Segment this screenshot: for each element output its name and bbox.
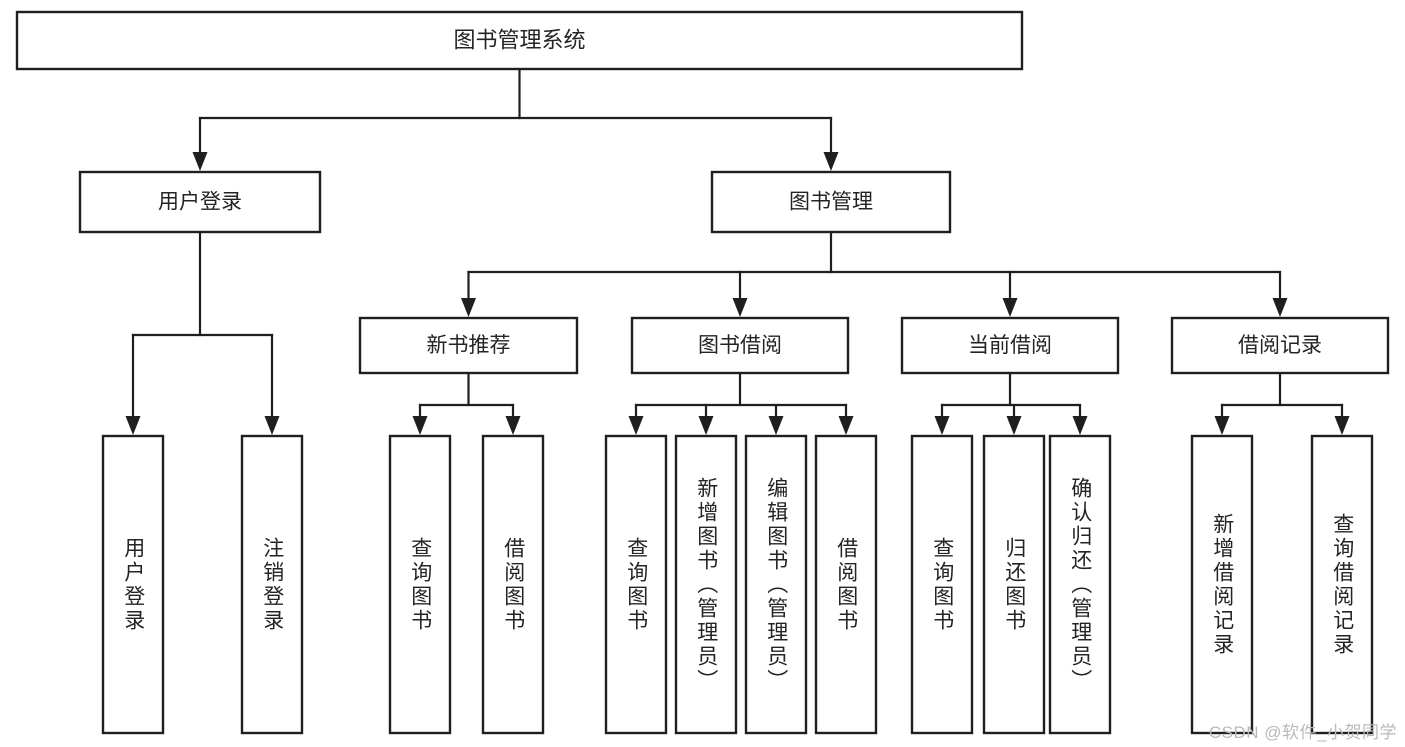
arrow-head-icon <box>1006 416 1022 435</box>
root-node-box[interactable] <box>15 10 1024 71</box>
arrow-head-icon <box>823 152 839 171</box>
book-borrow-box[interactable] <box>630 316 850 375</box>
arrow-head-icon <box>412 416 428 435</box>
current-borrow-box[interactable] <box>900 316 1120 375</box>
leaf-borrow-book-a-box[interactable] <box>481 434 545 735</box>
root-node-label: 图书管理系统 <box>453 27 585 52</box>
borrow-record-label: 借阅记录 <box>1238 334 1322 357</box>
arrow-head-icon <box>1072 416 1088 435</box>
leaf-add-book-box[interactable] <box>674 434 738 735</box>
leaf-return-book-box[interactable] <box>982 434 1046 735</box>
watermark-text: CSDN @软件_小贺同学 <box>1208 723 1397 742</box>
arrow-head-icon <box>461 298 476 317</box>
book-borrow-label: 图书借阅 <box>698 334 782 357</box>
current-borrow-label: 当前借阅 <box>968 334 1052 357</box>
user-login-label: 用户登录 <box>158 191 242 214</box>
arrow-head-icon <box>768 416 784 435</box>
arrow-head-icon <box>934 416 950 435</box>
leaf-query-record-box[interactable] <box>1310 434 1374 735</box>
leaf-add-record-box[interactable] <box>1190 434 1254 735</box>
arrow-head-icon <box>505 416 521 435</box>
new-book-recommend-label: 新书推荐 <box>427 334 511 357</box>
leaf-confirm-return-box[interactable] <box>1048 434 1112 735</box>
leaf-query-book-c-box[interactable] <box>910 434 974 735</box>
book-management-box[interactable] <box>710 170 952 234</box>
leaf-edit-book-box[interactable] <box>744 434 808 735</box>
boxes-layer <box>15 10 1390 735</box>
arrow-head-icon <box>1002 298 1018 317</box>
leaf-logout-box[interactable] <box>240 434 304 735</box>
arrow-head-icon <box>192 152 208 171</box>
arrow-head-icon <box>628 416 644 435</box>
borrow-record-box[interactable] <box>1170 316 1390 375</box>
arrow-head-icon <box>125 416 141 435</box>
arrow-head-icon <box>698 416 714 435</box>
arrow-head-icon <box>1214 416 1230 435</box>
arrow-head-icon <box>1334 416 1350 435</box>
arrow-head-icon <box>838 416 854 435</box>
arrow-head-icon <box>732 298 748 317</box>
book-management-label: 图书管理 <box>789 191 873 214</box>
user-login-box[interactable] <box>78 170 322 234</box>
connectors-layer <box>125 67 1350 435</box>
leaf-query-book-b-box[interactable] <box>604 434 668 735</box>
arrow-head-icon <box>1272 298 1288 317</box>
arrow-head-icon <box>264 416 280 435</box>
leaf-user-login-box[interactable] <box>101 434 165 735</box>
new-book-recommend-box[interactable] <box>358 316 579 375</box>
leaf-query-book-a-box[interactable] <box>388 434 452 735</box>
leaf-borrow-book-b-box[interactable] <box>814 434 878 735</box>
